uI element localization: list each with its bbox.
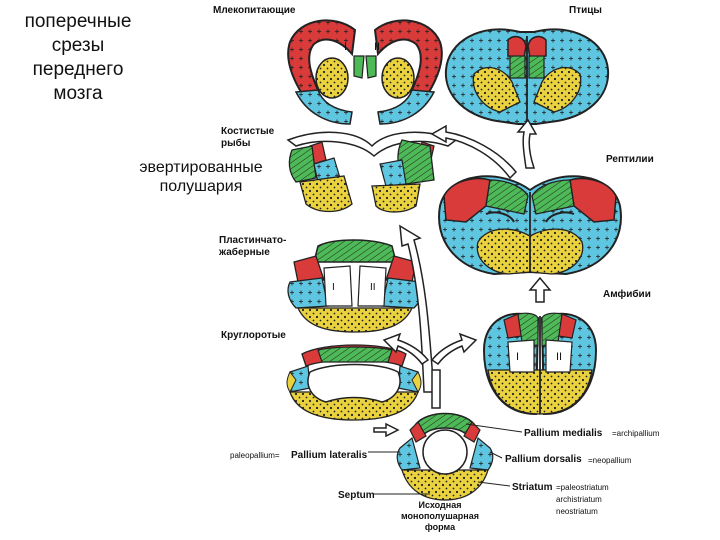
label-amphibians: Амфибии	[603, 288, 651, 300]
mammals-left-hemisphere	[287, 19, 365, 125]
title-line-3: переднего	[32, 59, 124, 80]
leader-lines	[368, 423, 523, 495]
reptiles-red-right	[569, 177, 617, 223]
title-line-2: срезы	[51, 35, 105, 56]
section-reptiles	[438, 175, 622, 276]
label-paleopallium: paleopallium=	[230, 451, 280, 460]
lamellibranch-red-right	[385, 255, 417, 283]
label-paleostriatum: =paleostriatum	[556, 483, 609, 492]
label-birds: Птицы	[569, 5, 602, 16]
lamellibranch-red-left	[293, 255, 325, 283]
mammals-numeral-ii: II	[374, 41, 380, 53]
label-origin-2: монополушарная	[401, 511, 479, 521]
section-amphibians: I II	[482, 312, 598, 416]
origin-ventricle	[422, 429, 468, 475]
mammals-right-hemisphere	[365, 19, 443, 125]
amphibians-numeral-i: I	[516, 351, 519, 363]
label-neostriatum: neostriatum	[556, 507, 598, 516]
reptiles-red-left	[443, 177, 491, 223]
label-pallium-lateralis: Pallium lateralis	[291, 450, 368, 461]
amphibians-ventricle	[507, 339, 573, 373]
amphibians-numeral-ii: II	[556, 351, 562, 363]
label-cyclostomes: Круглоротые	[221, 330, 286, 341]
section-origin	[396, 412, 494, 501]
origin-red-right	[463, 421, 481, 443]
arrow-reptiles-to-birds	[516, 118, 538, 169]
section-bony-fish	[286, 131, 458, 213]
label-neopallium: =neopallium	[588, 456, 632, 465]
everted-hemispheres-caption: эвертированные полушария	[126, 158, 276, 196]
label-bony-fish-1: Костистые	[221, 126, 275, 137]
origin-red-left	[409, 421, 427, 443]
lamellibranch-numeral-ii: II	[370, 282, 376, 293]
label-archistriatum: archistriatum	[556, 495, 602, 504]
section-lamellibranch: I II	[287, 239, 423, 333]
label-lamellibranch-2: жаберные	[218, 246, 270, 258]
arrow-reptiles-to-mammals	[430, 124, 518, 180]
evolution-arrows	[373, 118, 552, 438]
label-striatum: Striatum	[512, 482, 553, 493]
section-birds	[444, 28, 610, 125]
label-reptiles: Рептилии	[606, 154, 654, 165]
mammals-left-green	[353, 55, 365, 79]
title: поперечные срезы переднего мозга	[4, 10, 152, 106]
arrow-origin-to-cyclostomes	[373, 422, 400, 438]
label-mammals: Млекопитающие	[213, 5, 296, 16]
labels: Млекопитающие Птицы Костистые рыбы Репти…	[213, 5, 660, 532]
section-cyclostomes	[286, 344, 422, 421]
everted-caption-line-2: полушария	[159, 178, 243, 195]
arrow-origin-up	[431, 369, 441, 409]
everted-caption-line-1: эвертированные	[139, 159, 263, 176]
birds-red-left	[507, 35, 527, 59]
label-origin-3: форма	[425, 522, 456, 532]
label-origin-1: Исходная	[419, 500, 462, 510]
lamellibranch-ventricle	[323, 265, 387, 307]
arrow-branch-right	[430, 332, 478, 366]
label-lamellibranch-1: Пластинчато-	[219, 235, 286, 246]
cyclostomes-ventricle	[307, 363, 401, 403]
label-septum: Septum	[338, 490, 375, 501]
title-line-4: мозга	[53, 83, 103, 104]
reptiles-ventricle-right	[545, 211, 575, 223]
label-archipallium: =archipallium	[612, 429, 660, 438]
section-mammals: I II	[287, 19, 443, 125]
label-pallium-dorsalis: Pallium dorsalis	[505, 454, 582, 465]
mammals-right-green	[365, 55, 377, 79]
mammals-numeral-i: I	[344, 41, 347, 53]
reptiles-ventricle-left	[485, 211, 515, 223]
arrow-branch-to-lamellibranch	[399, 224, 435, 393]
label-bony-fish-2: рыбы	[221, 137, 250, 149]
title-line-1: поперечные	[24, 11, 132, 32]
cyclostomes-yellow-sides	[286, 371, 422, 393]
arrow-branch-left	[382, 332, 430, 366]
bony-fish-eversion-outline	[286, 131, 458, 158]
lamellibranch-numeral-i: I	[332, 282, 335, 293]
arrow-amphibians-to-reptiles	[528, 276, 552, 303]
label-pallium-medialis: Pallium medialis	[524, 428, 603, 439]
birds-red-right	[527, 35, 547, 59]
